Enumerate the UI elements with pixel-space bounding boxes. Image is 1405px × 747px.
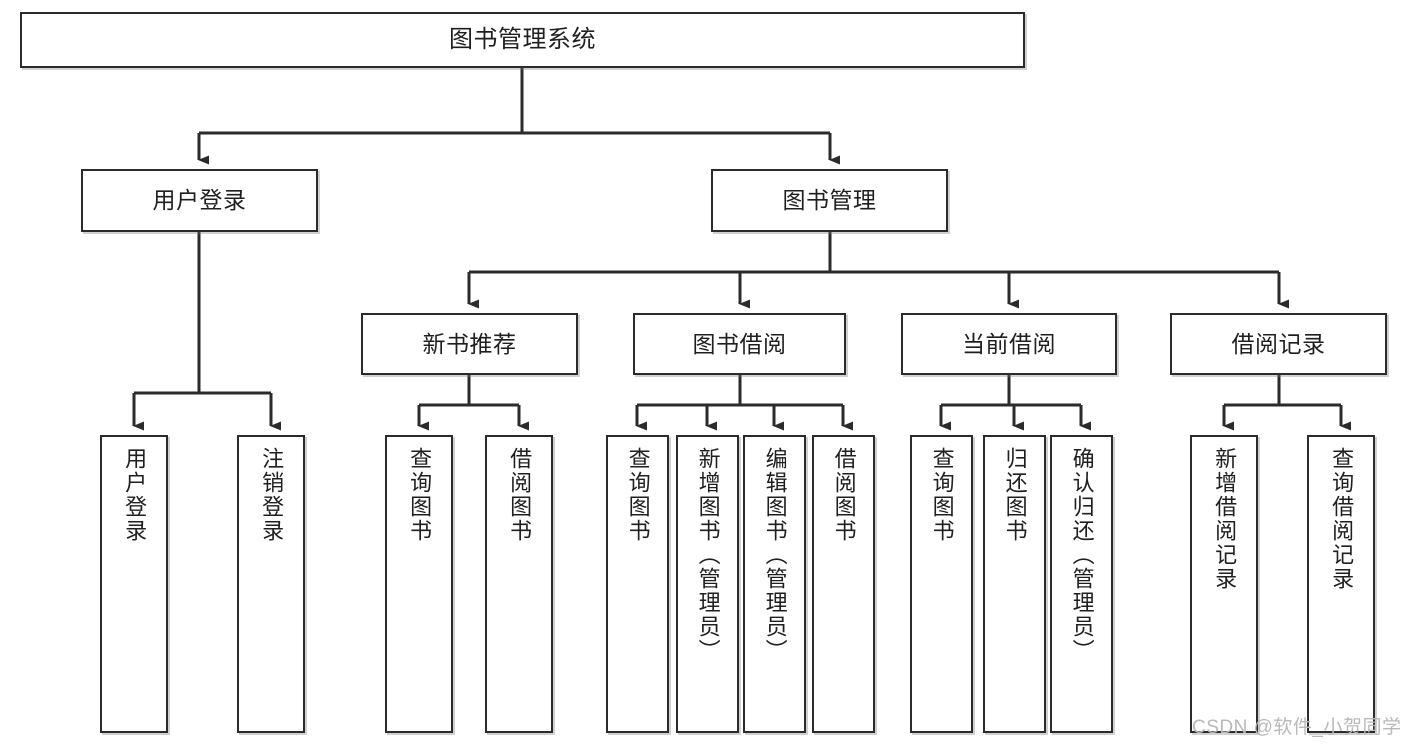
node-book-management-label: 图书管理 xyxy=(782,187,877,214)
leaf-bb-query-book[interactable]: 查询图书 xyxy=(606,435,669,733)
leaf-bb-edit-book-admin[interactable]: 编辑图书（管理员） xyxy=(743,435,806,733)
leaf-bb-query-book-label: 查询图书 xyxy=(625,447,651,543)
node-borrow-record[interactable]: 借阅记录 xyxy=(1170,313,1387,375)
leaf-br-query-record-label: 查询借阅记录 xyxy=(1329,447,1355,591)
leaf-bb-add-book-admin[interactable]: 新增图书（管理员） xyxy=(676,435,739,733)
node-book-borrow[interactable]: 图书借阅 xyxy=(633,313,846,375)
leaf-logout[interactable]: 注销登录 xyxy=(237,435,305,733)
node-book-borrow-label: 图书借阅 xyxy=(692,330,787,357)
csdn-watermark-text: CSDN @软件_小贺同学 xyxy=(1192,717,1402,738)
leaf-bb-borrow-book-label: 借阅图书 xyxy=(831,447,857,543)
leaf-bb-add-book-admin-label: 新增图书（管理员） xyxy=(695,447,721,663)
node-current-borrow[interactable]: 当前借阅 xyxy=(901,313,1117,375)
node-borrow-record-label: 借阅记录 xyxy=(1231,330,1326,357)
node-root[interactable]: 图书管理系统 xyxy=(20,12,1025,68)
leaf-bb-borrow-book[interactable]: 借阅图书 xyxy=(812,435,875,733)
leaf-br-query-record[interactable]: 查询借阅记录 xyxy=(1307,435,1375,733)
leaf-cb-query-book[interactable]: 查询图书 xyxy=(910,435,973,733)
csdn-watermark: CSDN @软件_小贺同学 xyxy=(1192,712,1401,739)
node-user-login[interactable]: 用户登录 xyxy=(81,169,318,232)
leaf-nb-query-book-label: 查询图书 xyxy=(407,447,433,543)
leaf-nb-borrow-book-label: 借阅图书 xyxy=(507,447,533,543)
node-user-login-label: 用户登录 xyxy=(152,187,247,214)
node-root-label: 图书管理系统 xyxy=(449,26,596,54)
leaf-cb-confirm-return-admin[interactable]: 确认归还（管理员） xyxy=(1050,435,1113,733)
leaf-cb-confirm-return-admin-label: 确认归还（管理员） xyxy=(1069,447,1095,663)
node-new-book-recommend-label: 新书推荐 xyxy=(422,330,517,357)
leaf-br-add-record-label: 新增借阅记录 xyxy=(1212,447,1238,591)
leaf-bb-edit-book-admin-label: 编辑图书（管理员） xyxy=(762,447,788,663)
leaf-br-add-record[interactable]: 新增借阅记录 xyxy=(1190,435,1258,733)
leaf-cb-return-book-label: 归还图书 xyxy=(1002,447,1028,543)
leaf-nb-borrow-book[interactable]: 借阅图书 xyxy=(485,435,553,733)
leaf-user-login[interactable]: 用户登录 xyxy=(100,435,168,733)
node-book-management[interactable]: 图书管理 xyxy=(711,169,948,232)
node-new-book-recommend[interactable]: 新书推荐 xyxy=(361,313,578,375)
leaf-nb-query-book[interactable]: 查询图书 xyxy=(385,435,453,733)
leaf-user-login-label: 用户登录 xyxy=(122,447,148,543)
leaf-cb-return-book[interactable]: 归还图书 xyxy=(983,435,1046,733)
leaf-logout-label: 注销登录 xyxy=(259,447,285,543)
leaf-cb-query-book-label: 查询图书 xyxy=(929,447,955,543)
node-current-borrow-label: 当前借阅 xyxy=(962,330,1056,357)
